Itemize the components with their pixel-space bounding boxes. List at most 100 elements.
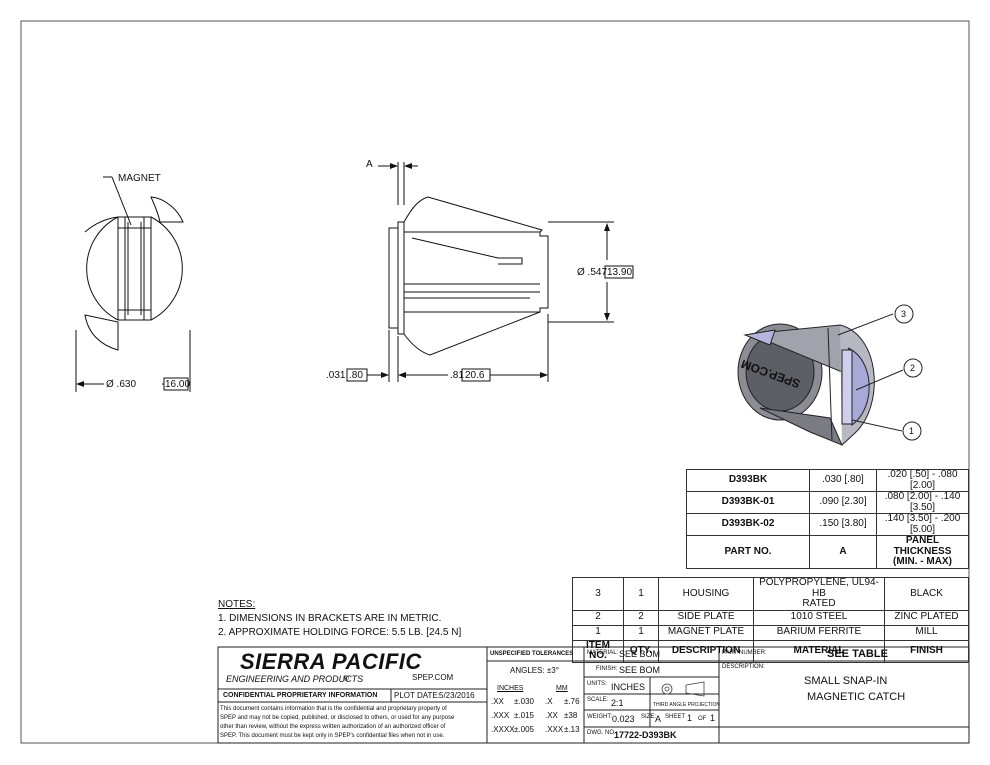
note-1: 1. DIMENSIONS IN BRACKETS ARE IN METRIC.: [218, 613, 442, 624]
balloon-1: 1: [909, 426, 915, 436]
plot-date-label: PLOT DATE:: [394, 691, 440, 700]
material-value: SEE BOM: [619, 649, 661, 659]
size-label: SIZE:: [641, 714, 657, 720]
description-label: DESCRIPTION:: [722, 664, 765, 670]
tolerance-key: .XXX: [491, 711, 510, 720]
table-cell: MAGNET PLATE: [658, 624, 754, 641]
confidential-line: SPEP. This document must be kept only in…: [220, 733, 445, 739]
balloons: [837, 304, 923, 441]
table-cell: ZINC PLATED: [884, 609, 969, 626]
mm-label: MM: [556, 685, 568, 692]
length-dim-mm: 20.6: [465, 370, 485, 381]
tolerance-key: .XX: [491, 697, 504, 706]
angles-tolerance: ANGLES: ±3°: [510, 666, 559, 675]
confidential-line: SPEP and may not be copied, published, o…: [220, 715, 455, 721]
plot-date: 5/23/2016: [439, 691, 475, 700]
units-value: INCHES: [611, 682, 646, 692]
table-header: MATERIAL: [753, 639, 885, 663]
table-header: FINISH: [884, 639, 969, 663]
table-header: PANEL THICKNESS(MIN. - MAX): [876, 535, 969, 569]
table-cell: BLACK: [884, 577, 969, 611]
table-cell: D393BK: [686, 469, 810, 492]
table-cell: 1010 STEEL: [753, 609, 885, 626]
table-cell: 1: [623, 577, 659, 611]
side-view: [346, 162, 634, 382]
finish-label: FINISH:: [596, 666, 618, 672]
units-label: UNITS:: [587, 681, 607, 687]
table-cell: MILL: [884, 624, 969, 641]
magnet-label: MAGNET: [118, 173, 161, 184]
notes-title: NOTES:: [218, 599, 256, 610]
table-cell: .030 [.80]: [809, 469, 877, 492]
table-cell: D393BK-01: [686, 491, 810, 514]
projection-label: THIRD ANGLE PROJECTION: [653, 702, 720, 708]
dwg-label: DWG. NO.: [587, 730, 616, 736]
tolerance-value: ±.76: [564, 697, 580, 706]
confidential-line: other than review, without the express w…: [220, 724, 446, 730]
table-cell: 1: [572, 624, 624, 641]
table-cell: 3: [572, 577, 624, 611]
head-diameter-dim: Ø .547: [577, 267, 608, 278]
tolerance-value: ±38: [564, 711, 578, 720]
head-diameter-mm: 13.90: [607, 267, 633, 278]
flange-dim: .031: [326, 370, 346, 381]
table-cell: SIDE PLATE: [658, 609, 754, 626]
dim-a-label: A: [366, 159, 373, 170]
dwg-number: 17722-D393BK: [614, 730, 677, 740]
tolerance-key: .X: [545, 697, 553, 706]
inches-label: INCHES: [497, 685, 524, 692]
finish-value: SEE BOM: [619, 665, 661, 675]
tolerance-value: ±.015: [514, 711, 534, 720]
table-cell: .080 [2.00] - .140 [3.50]: [876, 491, 969, 514]
description-line-1: SMALL SNAP-IN: [804, 675, 888, 687]
body-diameter-mm: 16.00: [165, 379, 191, 390]
sheets-value: 1: [710, 713, 716, 723]
registered-mark: ®: [343, 674, 349, 683]
projection-symbol: [661, 681, 705, 697]
description-line-2: MAGNETIC CATCH: [807, 691, 906, 703]
note-2: 2. APPROXIMATE HOLDING FORCE: 5.5 LB. [2…: [218, 627, 462, 638]
weight-value: 0.023: [612, 714, 635, 724]
tolerance-key: .XX: [545, 711, 558, 720]
table-cell: D393BK-02: [686, 513, 810, 536]
table-cell: .020 [.50] - .080 [2.00]: [876, 469, 969, 492]
balloon-2: 2: [910, 363, 916, 373]
company-sub: ENGINEERING AND PRODUCTS: [226, 674, 364, 684]
length-dim: .81: [450, 370, 464, 381]
end-view: [75, 176, 191, 392]
panel-thickness-table: D393BK .030 [.80] .020 [.50] - .080 [2.0…: [686, 469, 969, 569]
table-cell: BARIUM FERRITE: [753, 624, 885, 641]
tolerances-title: UNSPECIFIED TOLERANCES: [490, 651, 574, 657]
size-value: A: [655, 714, 662, 724]
weight-label: WEIGHT:: [587, 714, 612, 720]
scale-value: 2:1: [611, 698, 624, 708]
table-header: PART NO.: [686, 535, 810, 569]
table-cell: 1: [623, 624, 659, 641]
material-label: MATERIAL:: [587, 650, 619, 656]
table-header: A: [809, 535, 877, 569]
of-label: OF: [698, 716, 707, 722]
tolerance-key: .XXXX: [491, 725, 515, 734]
table-cell: HOUSING: [658, 577, 754, 611]
table-cell: .150 [3.80]: [809, 513, 877, 536]
tolerance-value: ±.005: [514, 725, 534, 734]
table-cell: .090 [2.30]: [809, 491, 877, 514]
confidential-title: CONFIDENTIAL PROPRIETARY INFORMATION: [223, 692, 378, 699]
company-name: SIERRA PACIFIC: [240, 649, 422, 674]
tolerance-value: ±.13: [564, 725, 580, 734]
tolerance-key: .XXX: [545, 725, 564, 734]
table-cell: 2: [572, 609, 624, 626]
sheet-value: 1: [687, 713, 693, 723]
part-number-value: SEE TABLE: [827, 648, 888, 660]
table-cell: .140 [3.50] - .200 [5.00]: [876, 513, 969, 536]
part-number-label: PART NUMBER:: [722, 650, 767, 656]
isometric-view: [737, 323, 875, 446]
scale-label: SCALE:: [587, 697, 609, 703]
flange-dim-mm: .80: [349, 370, 363, 381]
body-diameter-dim: Ø .630: [106, 379, 137, 390]
website: SPEP.COM: [412, 673, 454, 682]
table-cell: 2: [623, 609, 659, 626]
balloon-3: 3: [901, 309, 907, 319]
